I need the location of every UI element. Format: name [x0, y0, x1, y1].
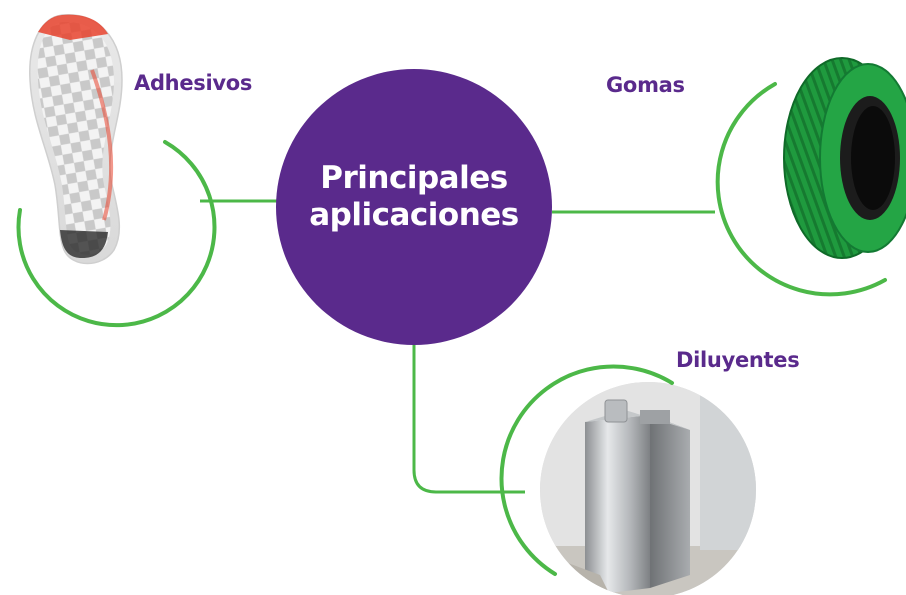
center-title-line1: Principales [320, 160, 508, 196]
center-title-line2: aplicaciones [309, 197, 519, 233]
arc-diluyentes [499, 364, 674, 576]
tire-image [783, 57, 906, 259]
shoe-sole-image [29, 14, 123, 265]
label-diluyentes: Diluyentes [676, 348, 800, 372]
center-circle [276, 69, 552, 345]
center-title: Principales aplicaciones [276, 160, 552, 234]
connector-diluyentes [412, 340, 525, 494]
label-adhesivos: Adhesivos [134, 71, 253, 95]
arc-adhesivos [16, 140, 217, 328]
metal-can-image [540, 382, 756, 595]
arc-gomas [715, 82, 887, 297]
label-gomas: Gomas [606, 73, 685, 97]
